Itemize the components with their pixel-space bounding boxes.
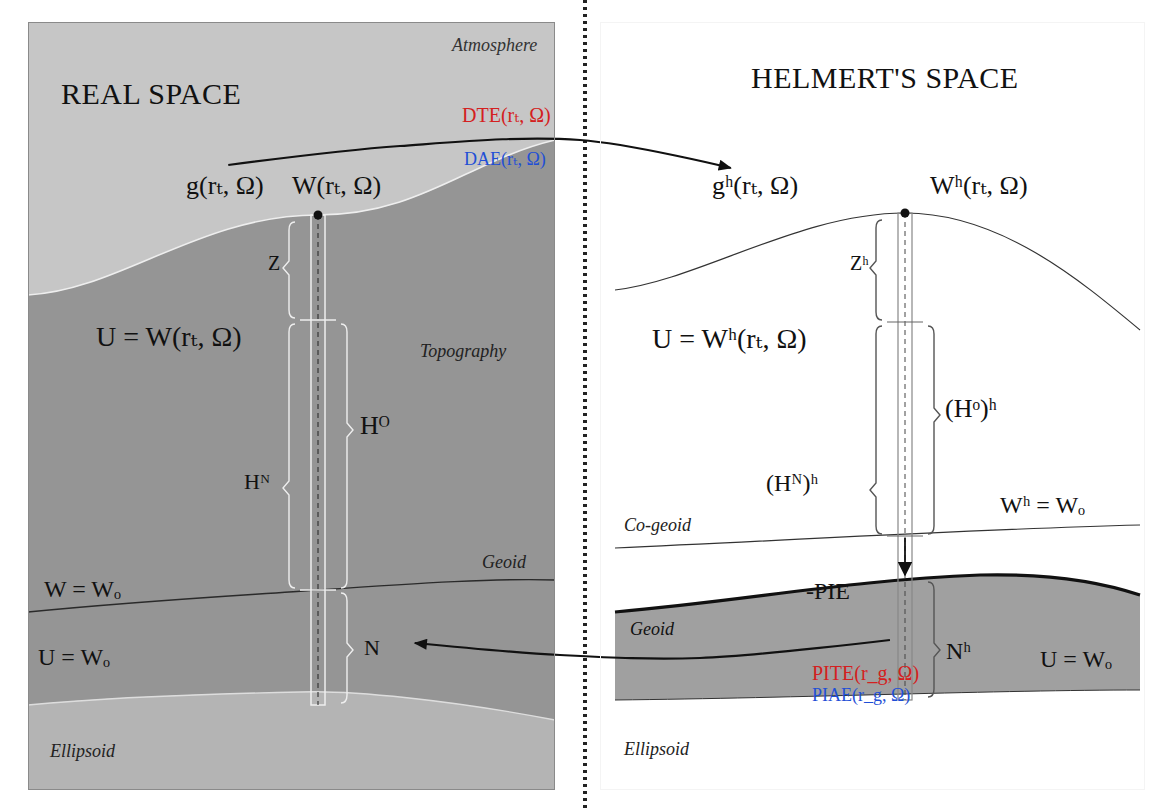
height-symbol: Zʰ	[850, 252, 869, 274]
transform-arrow	[415, 640, 890, 659]
curly-brace	[928, 326, 940, 534]
surface-name: Geoid	[630, 620, 674, 640]
geoid-line	[28, 580, 555, 612]
surface-name: Ellipsoid	[624, 740, 689, 760]
ellipsoid-line	[615, 690, 1140, 700]
plumb-line	[905, 213, 906, 700]
region-name: Atmosphere	[452, 36, 537, 56]
panel-divider	[583, 0, 587, 810]
curly-brace	[341, 593, 353, 703]
height-symbol: Nʰ	[946, 638, 971, 664]
level-equation: U = W(rₜ, Ω)	[96, 322, 242, 353]
height-symbol: Hᴼ	[360, 412, 390, 441]
quantity-label: gʰ(rₜ, Ω)	[712, 172, 798, 201]
ellipsoid-line	[28, 692, 555, 720]
co-geoid-line	[615, 525, 1140, 548]
height-column	[311, 215, 325, 705]
surface-point	[314, 211, 323, 220]
topography-surface	[615, 213, 1140, 330]
level-equation: W = Wₒ	[44, 576, 121, 602]
curly-brace	[928, 582, 940, 697]
operator-label: PITE(r_g, Ω)	[812, 662, 919, 684]
surface-point	[901, 209, 910, 218]
level-equation: U = Wₒ	[38, 644, 110, 670]
curly-brace	[283, 222, 295, 318]
surface-name: Geoid	[482, 553, 526, 573]
level-tick	[887, 321, 923, 322]
transform-arrow	[228, 139, 731, 168]
region-name: Topography	[420, 342, 506, 362]
operator-label: DTE(rₜ, Ω)	[462, 104, 551, 126]
operator-label: DAE(rₜ, Ω)	[464, 150, 546, 170]
pie-arrow	[904, 538, 906, 575]
level-tick	[887, 535, 923, 536]
surface-name: Ellipsoid	[50, 742, 115, 762]
height-symbol: Hᴺ	[244, 470, 270, 494]
panel-title: REAL SPACE	[61, 77, 241, 111]
curly-brace	[870, 326, 882, 534]
curly-brace	[341, 324, 353, 588]
level-equation: Wʰ = Wₒ	[1000, 492, 1085, 518]
quantity-label: Wʰ(rₜ, Ω)	[930, 172, 1028, 201]
surface-name: Co-geoid	[624, 516, 691, 536]
space-panel: HELMERT'S SPACE	[600, 22, 1145, 790]
plumb-line	[318, 215, 319, 705]
atmosphere-ground	[28, 22, 555, 790]
level-equation: U = Wₒ	[1040, 646, 1112, 672]
quantity-label: W(rₜ, Ω)	[292, 172, 381, 201]
geoid-line	[615, 575, 1140, 612]
brace-group	[283, 220, 940, 703]
curly-brace	[870, 220, 882, 320]
operator-label: -PIE	[806, 578, 850, 604]
height-symbol: (Hᵒ)ʰ	[945, 395, 997, 424]
level-tick	[300, 319, 336, 321]
topography-surface	[28, 140, 555, 295]
space-panel: REAL SPACE	[28, 22, 555, 790]
height-symbol: (Hᴺ)ʰ	[766, 470, 818, 496]
height-symbol: N	[364, 636, 380, 660]
quantity-label: g(rₜ, Ω)	[186, 172, 264, 201]
level-equation: U = Wʰ(rₜ, Ω)	[652, 324, 807, 355]
panel-title: HELMERT'S SPACE	[751, 61, 1019, 95]
level-tick	[300, 589, 336, 591]
geoid-ellipsoid-band	[615, 575, 1140, 700]
curly-brace	[283, 324, 295, 588]
below-ellipsoid	[28, 692, 555, 790]
topography-body	[28, 140, 555, 720]
height-symbol: Z	[268, 252, 280, 274]
operator-label: PIAE(r_g, Ω)	[812, 686, 910, 706]
height-column	[898, 213, 912, 700]
